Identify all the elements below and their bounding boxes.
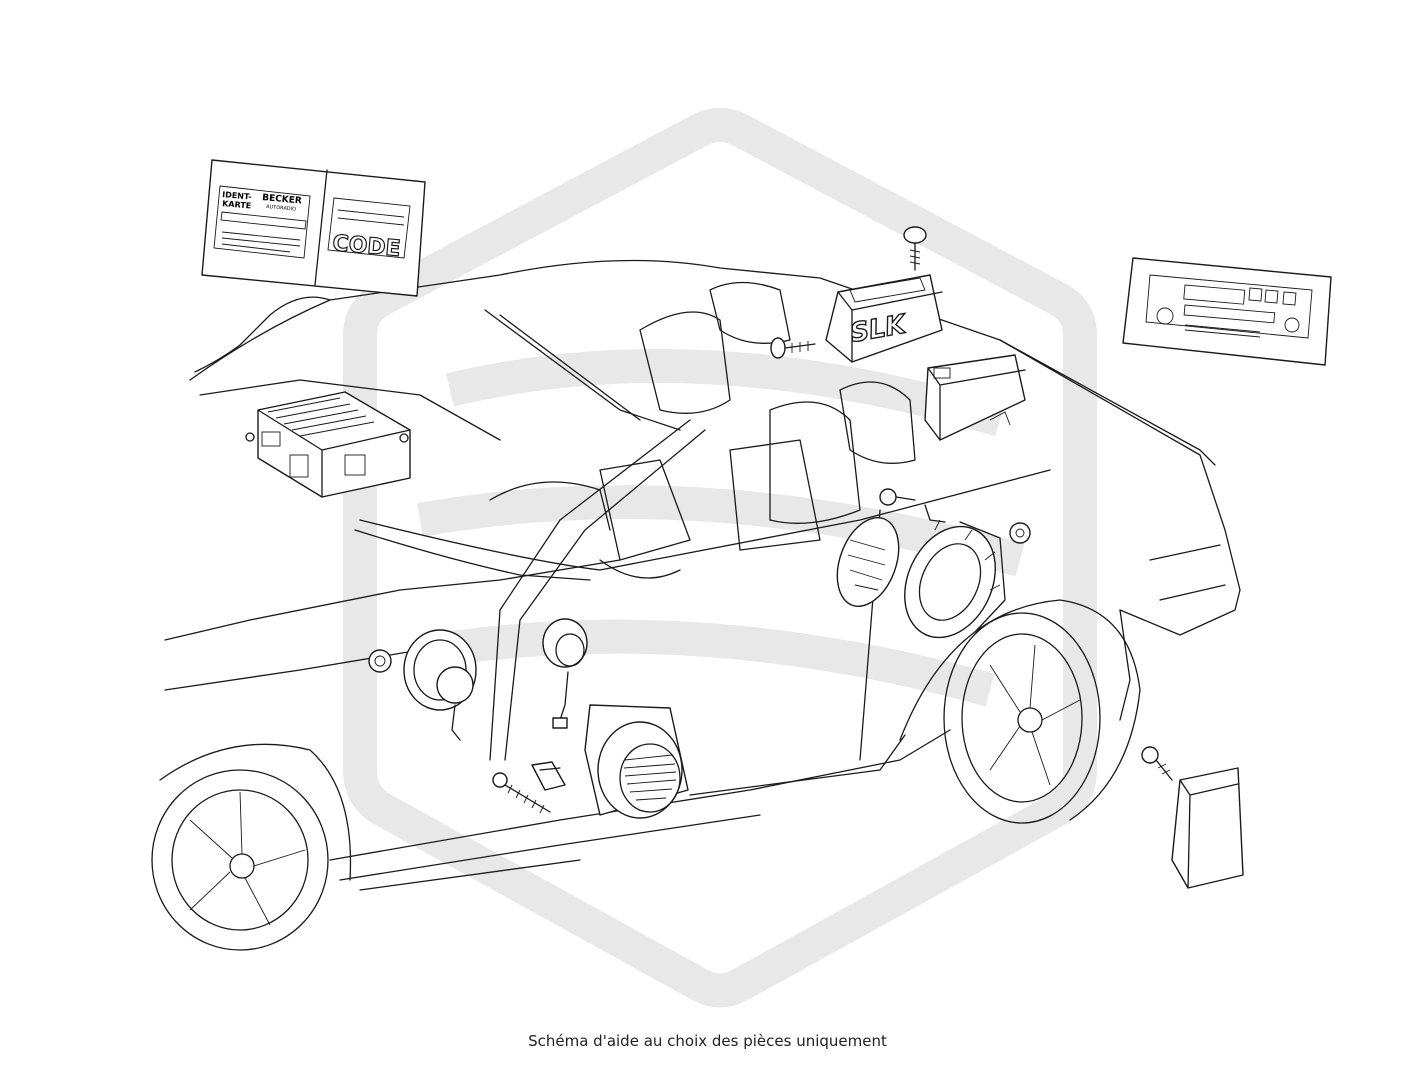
speaker-large — [584, 704, 689, 819]
tweeter — [542, 618, 588, 729]
screw-icon — [1141, 746, 1173, 781]
connector-icon — [531, 761, 566, 791]
slk-module: SLK — [825, 274, 943, 363]
ident-card: IDENT- KARTE BECKER AUTORADIO CODE — [201, 159, 426, 297]
speaker-rear — [836, 517, 1006, 639]
screw-icon — [879, 488, 946, 523]
ident-label-line1: IDENT- — [222, 190, 252, 202]
grille-clip-icon — [368, 649, 392, 673]
ident-label-line2: KARTE — [222, 199, 252, 211]
amplifier-module — [1171, 767, 1244, 889]
radio-faceplate — [1122, 257, 1332, 366]
screw-icon — [903, 226, 927, 271]
relay-module — [924, 354, 1026, 441]
ident-brand-sub: AUTORADIO — [266, 204, 296, 213]
watermark-logo — [343, 108, 1097, 1008]
screw-icon — [492, 772, 551, 814]
radio-unit — [245, 391, 411, 498]
car-outline — [151, 259, 1241, 951]
screw-icon — [770, 337, 816, 359]
caption: Schéma d'aide au choix des pièces unique… — [528, 1032, 887, 1050]
ident-brand: BECKER — [262, 193, 302, 206]
nut-icon — [1009, 522, 1031, 544]
speaker-door — [403, 629, 477, 741]
